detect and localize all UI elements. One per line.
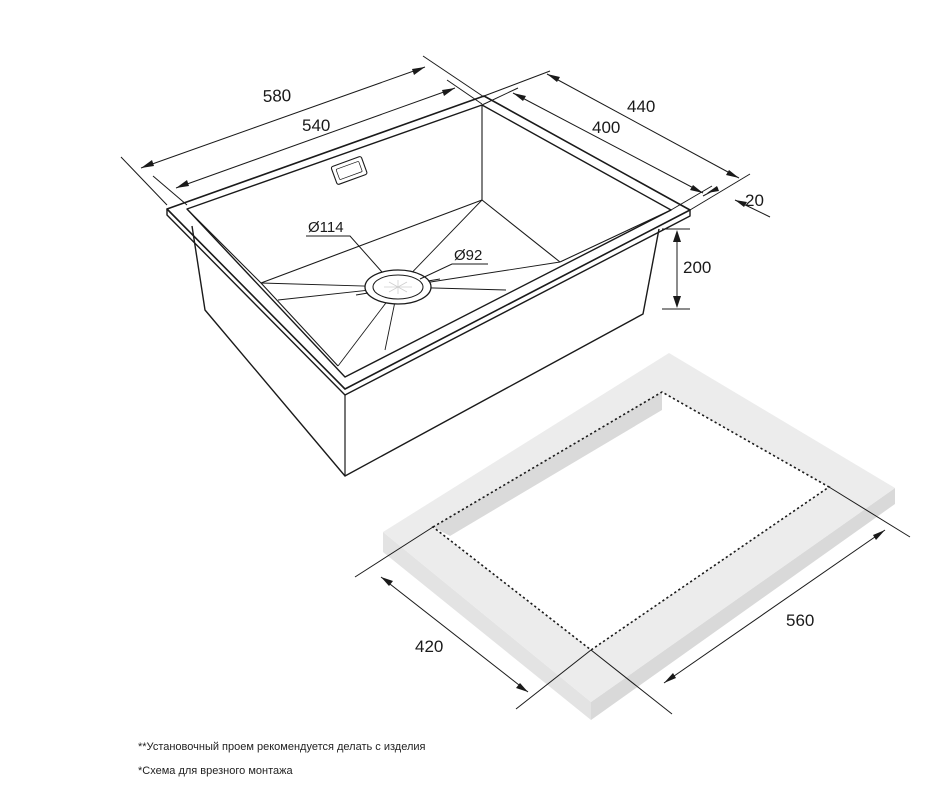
dim-d114-leader (306, 235, 383, 273)
cutout-dimension-labels: 420 560 (415, 611, 814, 656)
label-580: 580 (262, 86, 291, 106)
overflow-badge (330, 156, 368, 185)
dim-d92-leader (419, 263, 488, 280)
dim-400-line (512, 92, 704, 194)
countertop-top-face (383, 353, 895, 702)
drain (364, 269, 432, 305)
drain-grate (384, 280, 412, 294)
note-mount-scheme: *Схема для врезного монтажа (138, 765, 293, 777)
label-420: 420 (415, 637, 443, 656)
sink-opening (186, 104, 672, 378)
label-20: 20 (745, 191, 764, 210)
sink-flange-outer (166, 95, 691, 390)
sink-dimension-labels: 580 540 440 400 20 200 Ø114 Ø92 (262, 86, 763, 277)
label-d114: Ø114 (308, 219, 344, 236)
cutout-dimension-lines (354, 486, 911, 715)
sink-dimension-lines (120, 55, 771, 310)
countertop (383, 353, 895, 720)
label-440: 440 (627, 97, 655, 116)
dim-420-line (380, 576, 529, 693)
label-560: 560 (786, 611, 814, 630)
label-d92: Ø92 (454, 247, 482, 264)
countertop-cutout-wall (433, 392, 662, 536)
label-400: 400 (592, 118, 620, 137)
countertop-side-face (591, 488, 895, 720)
note-install-recommendation: **Установочный проем рекомендуется делат… (138, 741, 426, 753)
dim-440-line (546, 73, 740, 179)
sink-flange-edge (166, 209, 691, 396)
label-540: 540 (302, 116, 330, 135)
countertop-front-face (383, 532, 591, 720)
label-200: 200 (683, 258, 711, 277)
dim-540-line (175, 87, 456, 189)
dim-560-line (663, 529, 886, 684)
sink-bowl-inner-right (559, 209, 672, 263)
dim-580-line (140, 66, 426, 169)
